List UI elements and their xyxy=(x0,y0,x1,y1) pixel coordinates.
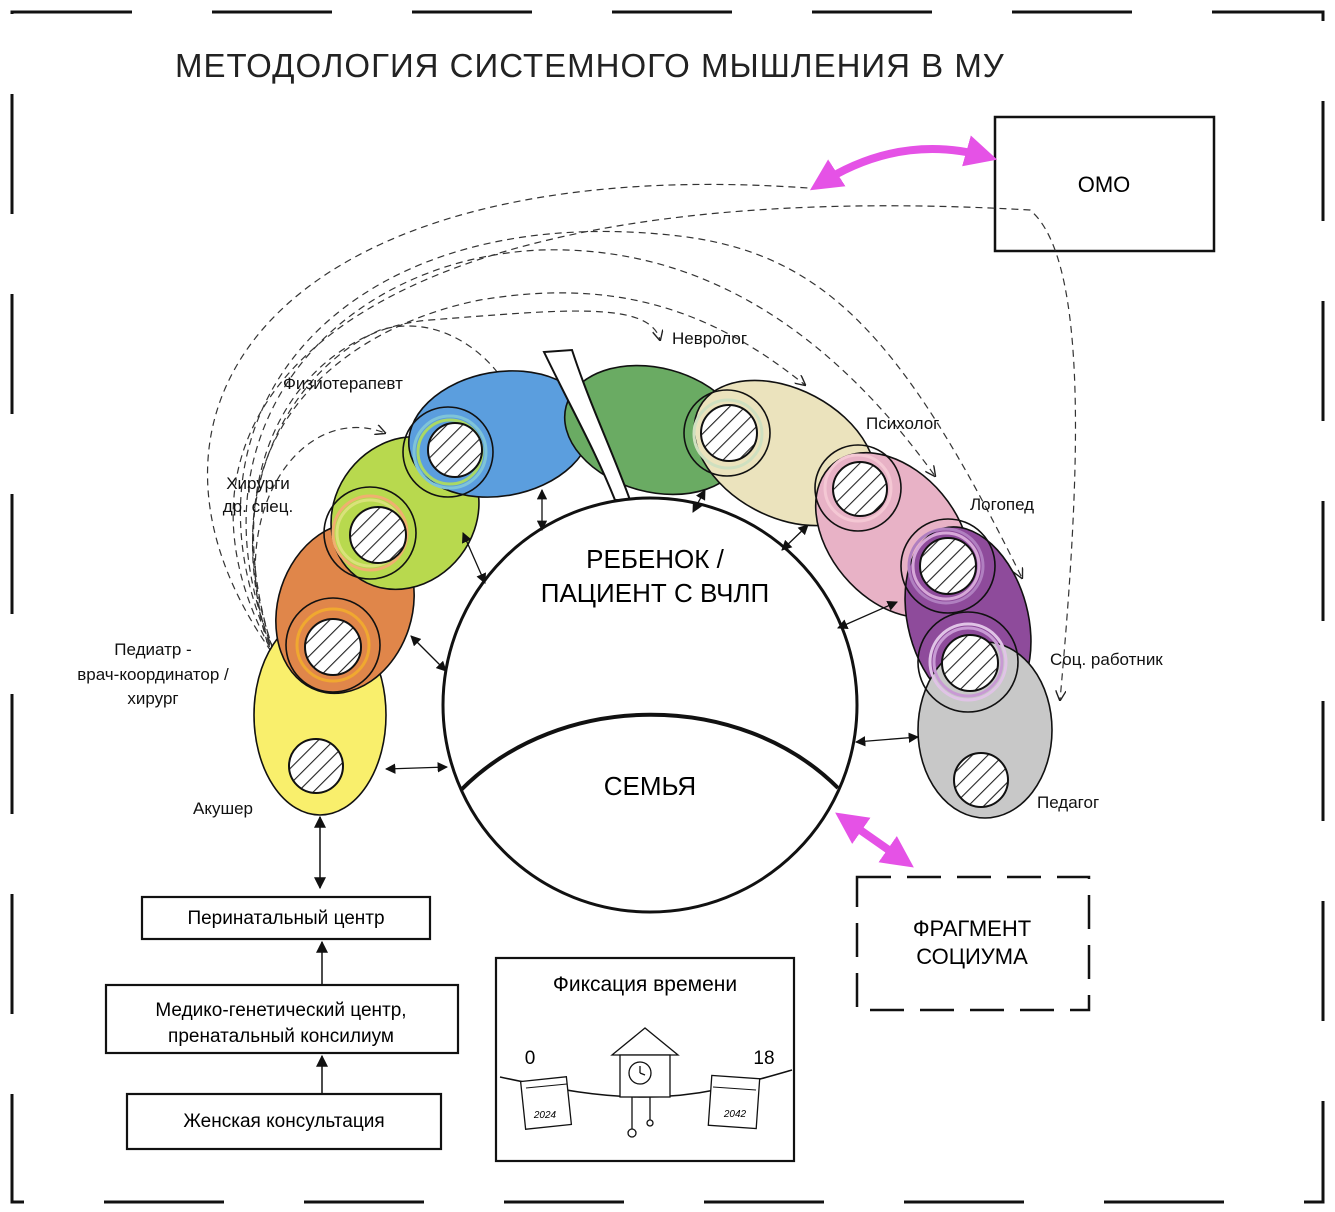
label-akusher: Акушер xyxy=(193,799,253,818)
link-arrows xyxy=(384,488,920,774)
genetic-label-1: Медико-генетический центр, xyxy=(155,1000,406,1021)
perinatal-box xyxy=(140,895,432,941)
socium-magenta-arrow xyxy=(835,812,914,868)
family-label: СЕМЬЯ xyxy=(604,771,696,801)
calendar-start-icon: 2024 xyxy=(519,1076,573,1130)
page-title: МЕТОДОЛОГИЯ СИСТЕМНОГО МЫШЛЕНИЯ В МУ xyxy=(175,47,1005,84)
outline-rings xyxy=(285,389,1019,713)
socium-box: ФРАГМЕНТ СОЦИУМА xyxy=(855,875,1091,1012)
hatched-circle-logoped xyxy=(919,537,977,595)
time-end: 18 xyxy=(753,1048,774,1069)
time-start: 0 xyxy=(525,1048,536,1069)
label-surgeons-1: Хирурги xyxy=(226,474,290,493)
genetic-label-2: пренатальный консилиум xyxy=(168,1026,394,1047)
color-scribbles xyxy=(295,398,1008,702)
hatched-circle-social xyxy=(941,634,999,692)
label-pediatr-3: хирург xyxy=(127,689,178,708)
hatched-circle-akusher xyxy=(288,738,344,794)
women-box xyxy=(125,1092,443,1151)
cuckoo-clock-icon xyxy=(610,1027,680,1138)
genetic-box xyxy=(104,983,460,1055)
hatched-circle-physio xyxy=(427,422,483,478)
family-divider xyxy=(459,712,840,792)
perinatal-label: Перинатальный центр xyxy=(187,908,384,929)
patient-label-1: РЕБЕНОК / xyxy=(586,544,724,574)
hatched-circles xyxy=(288,404,1009,808)
central-circle: РЕБЕНОК / ПАЦИЕНТ С ВЧЛП СЕМЬЯ xyxy=(441,496,859,914)
socium-label-1: ФРАГМЕНТ xyxy=(913,916,1031,941)
label-physio: Физиотерапевт xyxy=(283,374,403,393)
calendar-end-icon: 2042 xyxy=(707,1074,761,1130)
patient-label-2: ПАЦИЕНТ С ВЧЛП xyxy=(541,578,769,608)
label-social: Соц. работник xyxy=(1050,650,1163,669)
women-label: Женская консультация xyxy=(183,1111,384,1132)
coordination-arcs xyxy=(207,183,1077,700)
hatched-circle-pedagog xyxy=(953,752,1009,808)
omo-box xyxy=(993,115,1216,253)
label-surgeons-2: др. спец. xyxy=(223,497,293,516)
socium-label-2: СОЦИУМА xyxy=(916,944,1028,969)
calendar-end-year: 2042 xyxy=(723,1109,747,1120)
hatched-circle-psycho xyxy=(832,461,888,517)
omo-magenta-arrow xyxy=(809,135,998,191)
label-neuro: Невролог xyxy=(672,329,747,348)
label-psycho: Психолог xyxy=(866,414,939,433)
hatched-circle-neuro xyxy=(700,404,758,462)
hatched-circle-pediatr xyxy=(304,618,362,676)
outer-frame xyxy=(10,10,1325,1204)
label-pediatr-1: Педиатр - xyxy=(114,640,191,659)
omo-label: ОМО xyxy=(1078,172,1131,197)
label-pedagog: Педагог xyxy=(1037,793,1099,812)
time-title: Фиксация времени xyxy=(553,973,737,996)
label-pediatr-2: врач-координатор / xyxy=(77,665,229,684)
time-box: Фиксация времени 0 18 2024 2042 xyxy=(494,956,796,1163)
specialist-labels: Педиатр - врач-координатор / хирург Акуш… xyxy=(77,329,1163,818)
label-logoped: Логопед xyxy=(970,495,1034,514)
institution-boxes: Перинатальный центр Медико-генетический … xyxy=(104,895,460,1151)
calendar-start-year: 2024 xyxy=(533,1110,557,1121)
hatched-circle-surgeons xyxy=(349,506,407,564)
